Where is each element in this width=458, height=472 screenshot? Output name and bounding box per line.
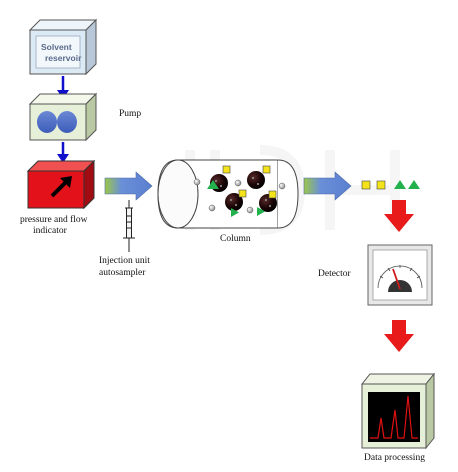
solvent-reservoir-label-line1: Solvent (41, 42, 72, 52)
pressure-label-line2: indicator (33, 226, 68, 236)
detector-gauge-icon (367, 244, 433, 306)
flow-arrow-to-data (384, 320, 414, 352)
pressure-gauge-box-icon (26, 159, 96, 210)
flow-arrow-to-detector (384, 200, 414, 232)
data-processing-label: Data processing (364, 453, 425, 463)
pressure-label-line1: pressure and flow (20, 214, 88, 225)
pump-icon (28, 92, 98, 142)
flow-arrow-to-column (104, 171, 153, 201)
injection-label-line1: Injection unit (99, 256, 150, 266)
separated-analytes (361, 180, 420, 190)
flow-arrow-pump-to-pressure (57, 142, 69, 163)
injection-label-line2: autosampler (99, 268, 146, 278)
solvent-reservoir-label-line2: reservoir (45, 53, 82, 63)
column-label: Column (220, 234, 251, 244)
data-screen-icon (360, 372, 436, 450)
flow-arrow-from-column (303, 171, 352, 201)
column-icon (157, 159, 299, 229)
pump-label: Pump (119, 109, 141, 119)
syringe-icon (123, 200, 135, 252)
detector-label: Detector (318, 269, 352, 279)
solvent-reservoir-icon (28, 18, 98, 76)
